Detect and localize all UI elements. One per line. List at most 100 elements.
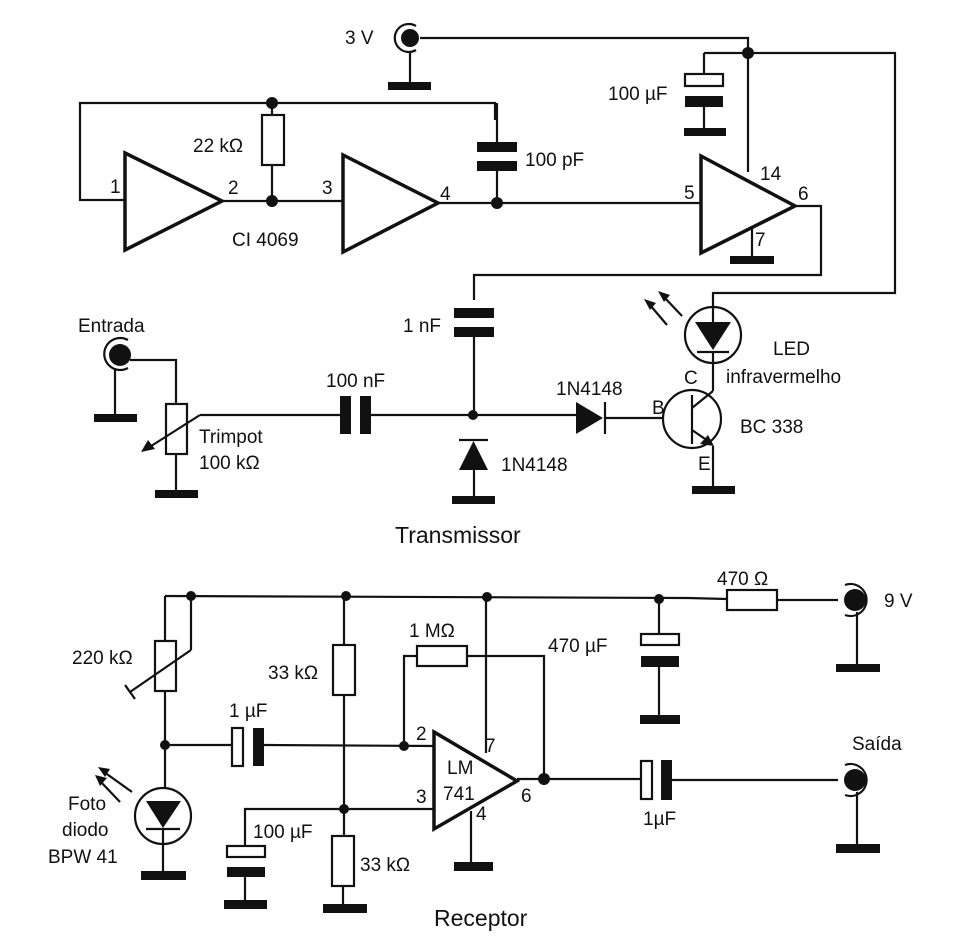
pin-6-label: 6 — [521, 786, 532, 807]
inverter-3-ground — [730, 228, 774, 264]
capacitor-470uf — [639, 599, 681, 724]
capacitor-1uf-output — [639, 759, 838, 801]
label-saida: Saída — [852, 734, 902, 755]
junction-dot — [341, 591, 351, 601]
capacitor-100nf — [340, 396, 371, 434]
ground-icon — [388, 82, 431, 90]
resistor-22k — [260, 103, 286, 201]
label-470r: 470 Ω — [717, 569, 768, 590]
ground-icon — [836, 664, 880, 672]
label-1nf: 1 nF — [403, 316, 441, 337]
capacitor-100uf-supply — [683, 53, 726, 136]
wire-3v-rail — [420, 36, 750, 53]
pin-6-label: 6 — [798, 184, 809, 205]
wire-inv3-out — [472, 204, 823, 300]
pin-2-label: 2 — [416, 724, 427, 745]
wire-vcc-led — [704, 51, 897, 305]
label-1n4148-shunt: 1N4148 — [501, 455, 568, 476]
ground-icon — [452, 496, 495, 504]
capacitor-100uf-divider — [224, 807, 434, 909]
transistor-bc338 — [661, 361, 735, 494]
pin-7-label: 7 — [755, 230, 766, 251]
label-1uf-output: 1µF — [643, 809, 676, 830]
light-receive-arrows-icon — [95, 767, 133, 803]
junction-dot — [538, 773, 550, 785]
label-led-line1: LED — [773, 339, 810, 360]
pin-1-label: 1 — [110, 177, 121, 198]
label-33k-bottom: 33 kΩ — [360, 855, 410, 876]
potentiometer-220k — [124, 596, 193, 819]
pin-14-label: 14 — [760, 164, 782, 185]
led-infrared — [644, 291, 743, 365]
ground-icon — [684, 128, 726, 136]
label-1n4148-series: 1N4148 — [556, 379, 623, 400]
label-100nf: 100 nF — [326, 371, 385, 392]
supply-jack-3v — [388, 22, 431, 90]
label-opamp-line2: 741 — [443, 784, 475, 805]
supply-label-9v: 9 V — [884, 591, 913, 612]
supply-jack-9v — [836, 582, 880, 672]
label-1m: 1 MΩ — [409, 621, 455, 642]
label-photodiode-line1: Foto — [68, 794, 106, 815]
opamp-lm741-symbol — [432, 728, 521, 833]
photodiode-bpw41 — [95, 767, 193, 880]
ground-icon — [730, 256, 774, 264]
label-photodiode-line2: diodo — [62, 820, 109, 841]
ground-icon — [224, 900, 267, 909]
light-emission-arrows-icon — [644, 291, 683, 326]
input-jack-entrada — [94, 336, 137, 422]
pin-c-label: C — [684, 368, 698, 389]
wire-feedback-loop — [78, 101, 497, 202]
diode-1n4148-series — [576, 402, 672, 434]
pin-5-label: 5 — [684, 183, 695, 204]
ground-icon — [692, 486, 735, 494]
transmitter-section: 3 V 100 µF 22 kΩ 1 2 CI 4069 — [78, 22, 897, 548]
receiver-section: 470 Ω 9 V 470 µF 220 kΩ — [48, 569, 913, 931]
label-bc338: BC 338 — [740, 417, 803, 438]
section-title-transmissor: Transmissor — [395, 522, 521, 548]
ground-icon — [640, 715, 680, 724]
inverter-3-symbol — [699, 153, 799, 256]
label-470uf: 470 µF — [548, 636, 608, 657]
section-title-receptor: Receptor — [434, 905, 528, 931]
output-jack-saida — [836, 762, 880, 853]
wire-input-trimpot — [130, 358, 178, 404]
resistor-1m-feedback — [402, 644, 546, 779]
label-100uf-supply: 100 µF — [608, 84, 668, 105]
label-220k: 220 kΩ — [72, 648, 133, 669]
ground-icon — [323, 904, 367, 913]
label-trimpot-line2: 100 kΩ — [199, 453, 260, 474]
label-22k: 22 kΩ — [193, 136, 243, 157]
inverter-1-symbol — [123, 150, 226, 253]
junction-dot — [266, 195, 278, 207]
ground-icon — [141, 871, 186, 880]
pin-4-label: 4 — [476, 804, 487, 825]
ground-icon — [94, 414, 137, 422]
opamp-ground — [454, 811, 493, 871]
label-100pf: 100 pF — [525, 150, 584, 171]
label-ic-4069: CI 4069 — [232, 230, 299, 251]
pin-3-label: 3 — [416, 787, 427, 808]
pin-7-label: 7 — [485, 736, 496, 757]
pin-e-label: E — [698, 454, 711, 475]
pin-4-label: 4 — [440, 184, 451, 205]
inverter-2-symbol — [341, 152, 442, 255]
label-1uf-input: 1 µF — [229, 701, 267, 722]
ground-icon — [155, 490, 198, 498]
resistor-33k-top — [331, 596, 357, 837]
capacitor-100pf — [477, 103, 517, 203]
ground-icon — [836, 844, 880, 853]
label-trimpot-line1: Trimpot — [199, 427, 263, 448]
label-33k-top: 33 kΩ — [268, 663, 318, 684]
ground-icon — [454, 862, 493, 871]
capacitor-1uf-input — [165, 726, 435, 768]
junction-dot — [468, 410, 478, 420]
label-entrada: Entrada — [78, 316, 145, 337]
label-led-line2: infravermelho — [726, 367, 841, 388]
resistor-470r — [725, 588, 838, 612]
trimpot-100k — [141, 402, 201, 498]
diode-1n4148-shunt — [452, 438, 495, 504]
wire-9v-rail — [164, 594, 689, 600]
pin-3-label: 3 — [322, 178, 333, 199]
